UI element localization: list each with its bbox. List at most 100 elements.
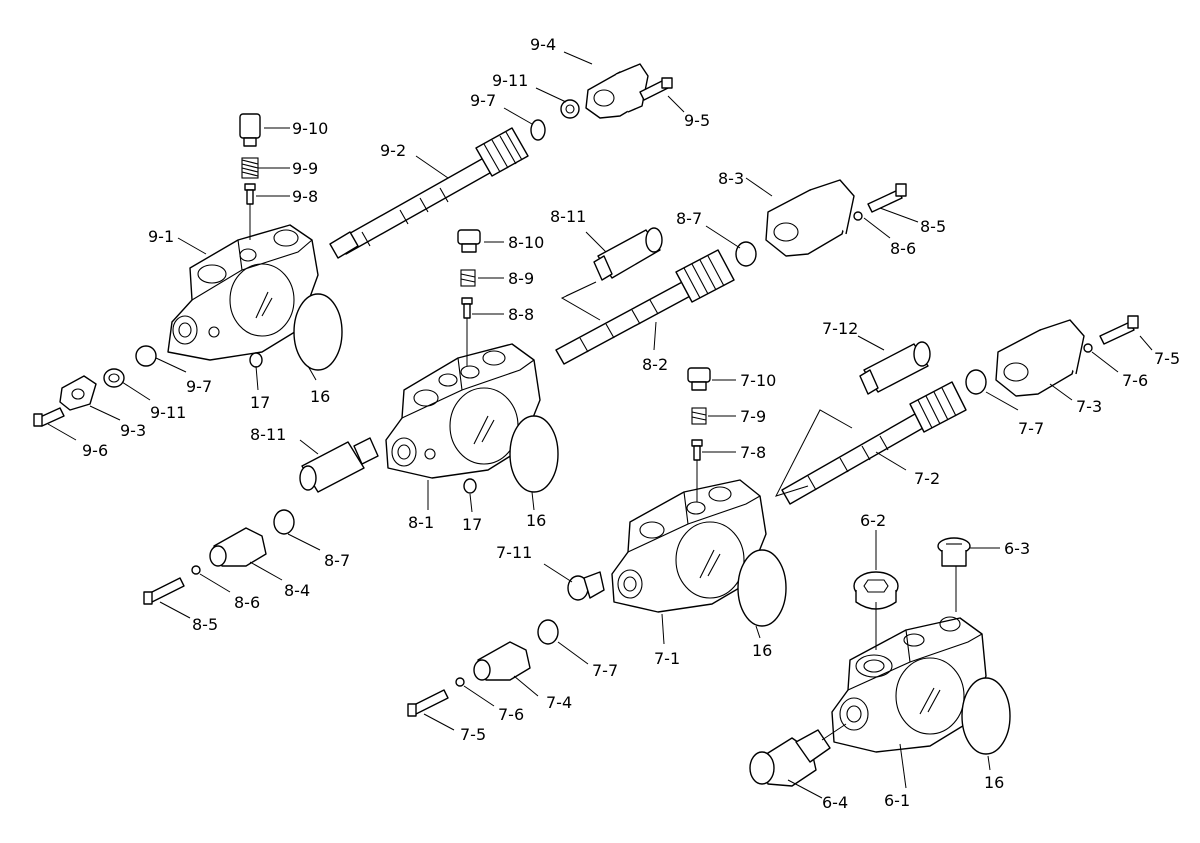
part-7-1-valve-body [611,479,767,613]
part-8-11-check-valve-upper [593,227,663,281]
part-6-2-plug [853,571,899,610]
part-7-4-cover [473,641,531,681]
label-8-11: 8-11 [550,207,586,226]
label-6-3: 6-3 [1004,539,1030,558]
section-8-assembly [143,177,919,619]
part-6-1-valve-body [831,616,987,753]
part-7-8-pin [691,439,703,502]
label-7-2: 7-2 [914,469,940,488]
label-8-6-lower: 8-6 [234,593,260,612]
label-8-5: 8-5 [920,217,946,236]
part-8-8-pin [461,297,473,366]
label-7-11: 7-11 [496,543,532,562]
part-7-3-cover [995,319,1085,397]
label-7-6-lower: 7-6 [498,705,524,724]
label-6-1: 6-1 [884,791,910,810]
label-8-1: 8-1 [408,513,434,532]
label-8-7: 8-7 [676,209,702,228]
label-7-7: 7-7 [1018,419,1044,438]
part-9-7-oring [530,119,546,141]
label-8-4: 8-4 [284,581,310,600]
label-8-5-lower: 8-5 [192,615,218,634]
part-7-7-oring-lower [537,619,559,645]
label-9-8: 9-8 [292,187,318,206]
label-16-c: 16 [752,641,772,660]
part-7-2-spool [781,381,967,505]
part-16-seal-a [293,293,343,371]
part-9-4-cover [585,63,649,119]
label-16-a: 16 [310,387,330,406]
part-8-6-washer [853,211,863,221]
label-8-3: 8-3 [718,169,744,188]
part-8-7-oring-lower [273,509,295,535]
label-8-7-lower: 8-7 [324,551,350,570]
part-8-10-plug [457,229,481,253]
label-9-7-lower: 9-7 [186,377,212,396]
part-16-seal-b [509,415,559,493]
part-7-6-washer [1083,343,1093,353]
part-8-5-bolt-lower [143,577,185,605]
part-8-4-cover [209,527,267,567]
part-8-9-spring [460,269,476,287]
part-6-3-plug [937,537,971,567]
label-9-2: 9-2 [380,141,406,160]
part-17-plug-b [463,478,477,494]
part-8-2-spool [555,249,735,365]
part-8-5-bolt [867,183,907,213]
label-8-2: 8-2 [642,355,668,374]
part-16-seal-d [961,677,1011,755]
part-9-8-pin [244,183,256,240]
label-7-12: 7-12 [822,319,858,338]
part-9-11-ring [560,99,580,119]
label-9-11: 9-11 [492,71,528,90]
label-8-8: 8-8 [508,305,534,324]
label-6-4: 6-4 [822,793,848,812]
label-9-1: 9-1 [148,227,174,246]
part-16-seal-c [737,549,787,627]
part-8-1-valve-body [385,343,541,479]
part-7-5-bolt [1099,315,1139,345]
label-16-d: 16 [984,773,1004,792]
label-9-6: 9-6 [82,441,108,460]
part-9-9-spring [241,157,259,179]
label-17-a: 17 [250,393,270,412]
part-7-7-oring [965,369,987,395]
part-9-5-bolt [639,77,673,101]
label-6-2: 6-2 [860,511,886,530]
label-9-11-lower: 9-11 [150,403,186,422]
part-7-6-washer-lower [455,677,465,687]
label-7-7-lower: 7-7 [592,661,618,680]
section-9-assembly [33,51,685,441]
label-7-3: 7-3 [1076,397,1102,416]
label-7-10: 7-10 [740,371,776,390]
label-7-4: 7-4 [546,693,572,712]
part-8-6-washer-lower [191,565,201,575]
part-9-6-bolt [33,407,65,427]
part-labels: 9-4 9-11 9-7 9-5 9-10 9-9 9-8 9-2 9-1 9-… [82,35,1180,812]
part-9-2-spool [329,127,529,259]
label-8-6: 8-6 [890,239,916,258]
part-9-7-oring-lower [135,345,157,367]
part-9-11-ring-lower [103,368,125,388]
label-9-3: 9-3 [120,421,146,440]
part-8-7-oring [735,241,757,267]
part-8-3-cover [765,179,855,257]
label-9-7: 9-7 [470,91,496,110]
label-9-5: 9-5 [684,111,710,130]
section-6-assembly [749,530,1011,799]
label-8-11-lower: 8-11 [250,425,286,444]
label-9-9: 9-9 [292,159,318,178]
part-7-5-bolt-lower [407,689,449,717]
part-7-11-check-valve [567,571,605,601]
part-7-12-check-valve [859,341,931,395]
part-9-10-plug [239,113,261,147]
part-7-10-plug [687,367,711,391]
label-16-b: 16 [526,511,546,530]
label-9-4: 9-4 [530,35,556,54]
part-9-3-cover [59,375,97,411]
part-8-11-check-valve-lower [299,437,379,493]
label-8-10: 8-10 [508,233,544,252]
label-7-6: 7-6 [1122,371,1148,390]
